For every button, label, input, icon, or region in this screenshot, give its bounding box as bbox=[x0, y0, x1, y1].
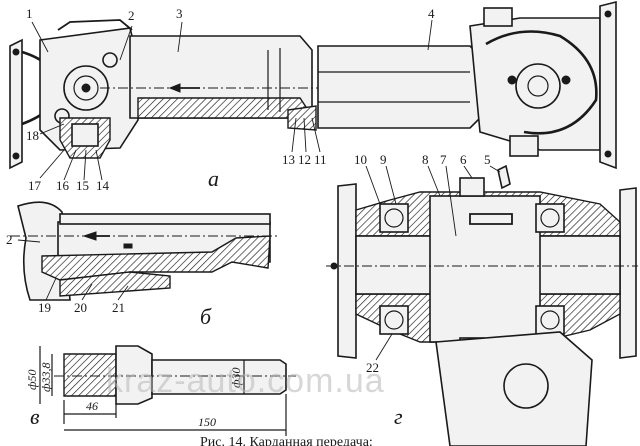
callout-10: 10 bbox=[354, 152, 367, 167]
callout-11: 11 bbox=[314, 152, 327, 167]
callout-3: 3 bbox=[176, 6, 183, 21]
site-watermark: kraz-auto.com.ua bbox=[106, 362, 385, 400]
callout-15: 15 bbox=[76, 178, 89, 193]
callout-18: 18 bbox=[26, 128, 39, 143]
callout-20: 20 bbox=[74, 300, 87, 315]
right-universal-joint bbox=[469, 7, 601, 157]
callout-1: 1 bbox=[26, 6, 33, 21]
callout-2: 2 bbox=[128, 8, 135, 23]
callout-19: 19 bbox=[38, 300, 51, 315]
callout-22: 22 bbox=[366, 360, 379, 375]
left-universal-joint bbox=[39, 19, 139, 159]
right-flange bbox=[599, 0, 617, 170]
callout-8: 8 bbox=[422, 152, 429, 167]
callout-2-view-b: 2 bbox=[6, 232, 13, 247]
figure-caption: Рис. 14. Карданная передача: bbox=[200, 435, 373, 446]
view-label-g: г bbox=[394, 404, 403, 429]
view-b-slip-joint: 2 19 20 21 б bbox=[6, 201, 280, 329]
view-a-leaders bbox=[31, 19, 433, 181]
view-label-v: в bbox=[30, 404, 40, 429]
support-bracket bbox=[435, 331, 593, 446]
callout-17: 17 bbox=[28, 178, 42, 193]
view-label-a: а bbox=[208, 166, 219, 191]
view-g-intermediate-support: 10 9 8 7 6 5 22 г bbox=[326, 152, 638, 446]
callout-4: 4 bbox=[428, 6, 435, 21]
dim-length-150: 150 bbox=[198, 415, 216, 429]
callout-7: 7 bbox=[440, 152, 447, 167]
callout-9: 9 bbox=[380, 152, 387, 167]
callout-6: 6 bbox=[460, 152, 467, 167]
view-label-b: б bbox=[200, 304, 212, 329]
dim-diameter-30: ф30 bbox=[229, 367, 243, 388]
callout-16: 16 bbox=[56, 178, 70, 193]
callout-12: 12 bbox=[298, 152, 311, 167]
callout-14: 14 bbox=[96, 178, 110, 193]
dim-diameter-33-8: ф33,8 bbox=[39, 362, 53, 392]
callout-5: 5 bbox=[484, 152, 491, 167]
bearing-right bbox=[535, 203, 565, 335]
callout-13: 13 bbox=[282, 152, 295, 167]
bearing-left bbox=[379, 203, 409, 335]
callout-21: 21 bbox=[112, 300, 125, 315]
dim-length-46: 46 bbox=[86, 399, 98, 413]
view-a-cardan-shaft: 1 2 3 4 18 17 16 15 14 13 12 11 а bbox=[9, 0, 617, 193]
dim-diameter-50: ф50 bbox=[25, 369, 39, 390]
view-v-shaft-sketch: ф50 ф33,8 ф30 46 150 в bbox=[25, 345, 296, 436]
